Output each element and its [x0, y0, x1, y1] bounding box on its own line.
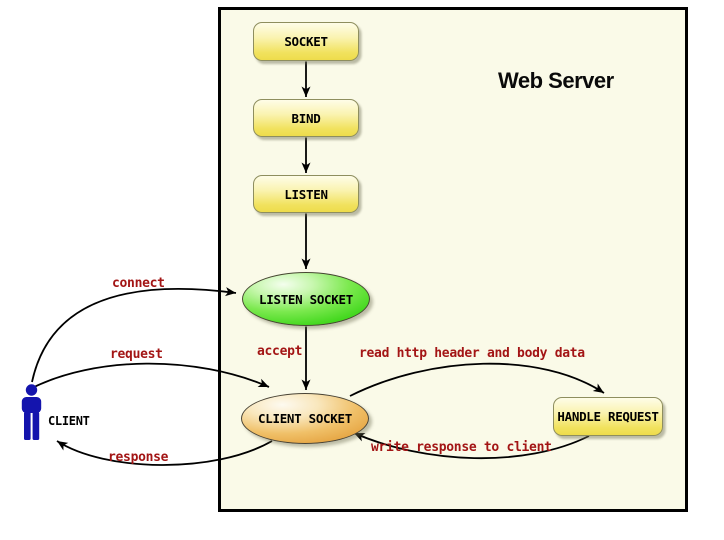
edge-label-read-request: read http header and body data [359, 346, 585, 361]
edge-label-response: response [108, 450, 169, 465]
bind-node-label: BIND [291, 110, 321, 126]
handle-request-label: HANDLE REQUEST [557, 409, 659, 424]
client-label: CLIENT [48, 414, 90, 428]
arrow-connect [31, 287, 237, 383]
edge-label-connect: connect [112, 276, 165, 291]
socket-node: SOCKET [253, 22, 359, 61]
client-socket-ellipse: CLIENT SOCKET [241, 393, 369, 444]
socket-node-label: SOCKET [284, 34, 328, 49]
listen-socket-ellipse: LISTEN SOCKET [242, 272, 370, 326]
listen-node-label: LISTEN [284, 186, 328, 202]
listen-node: LISTEN [253, 175, 359, 213]
client-socket-label: CLIENT SOCKET [258, 411, 352, 426]
handle-request-node: HANDLE REQUEST [553, 397, 663, 436]
web-server-title: Web Server [498, 68, 614, 93]
listen-socket-label: LISTEN SOCKET [259, 291, 353, 307]
edge-label-write-response: write response to client [371, 440, 552, 455]
bind-node: BIND [253, 99, 359, 137]
edge-label-accept: accept [257, 344, 303, 359]
edge-label-request: request [110, 347, 163, 362]
client-person-icon [21, 384, 42, 440]
